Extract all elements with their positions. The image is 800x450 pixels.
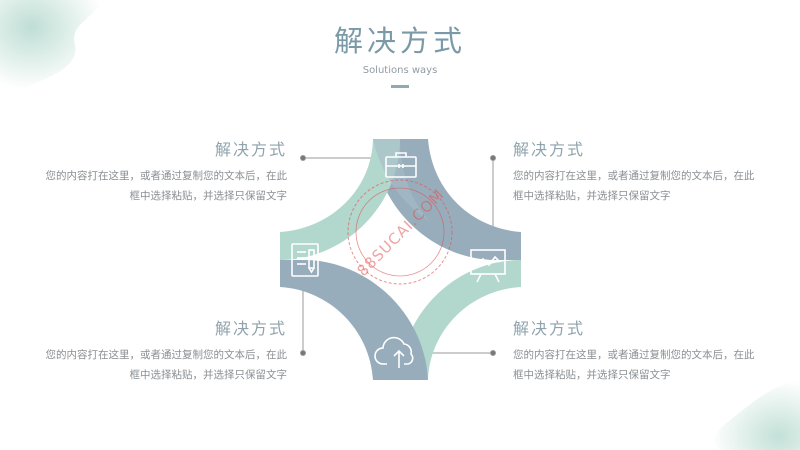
block-body: 您的内容打在这里，或者通过复制您的文本后，在此 框中选择粘贴，并选择只保留文字: [513, 166, 793, 206]
block-line: 框中选择粘贴，并选择只保留文字: [513, 190, 671, 202]
document-pen-icon: [291, 243, 319, 277]
block-line: 框中选择粘贴，并选择只保留文字: [129, 190, 288, 202]
block-body: 您的内容打在这里，或者通过复制您的文本后，在此 框中选择粘贴，并选择只保留文字: [10, 345, 288, 385]
block-line: 您的内容打在这里，或者通过复制您的文本后，在此: [513, 170, 755, 182]
title-underline: [391, 85, 409, 88]
connector-dot: [300, 350, 306, 356]
block-line: 您的内容打在这里，或者通过复制您的文本后，在此: [45, 349, 288, 361]
watercolor-wash-bottom-right: [714, 380, 800, 450]
briefcase-icon: [385, 152, 417, 178]
page-subtitle: Solutions ways: [362, 65, 438, 76]
block-line: 您的内容打在这里，或者通过复制您的文本后，在此: [513, 349, 755, 361]
connector-dot: [300, 155, 306, 161]
block-top-right: 解决方式 您的内容打在这里，或者通过复制您的文本后，在此 框中选择粘贴，并选择只…: [513, 136, 793, 206]
block-bottom-right: 解决方式 您的内容打在这里，或者通过复制您的文本后，在此 框中选择粘贴，并选择只…: [513, 315, 793, 385]
block-heading: 解决方式: [513, 140, 586, 159]
cloud-upload-icon: [374, 336, 414, 368]
petal-left: [280, 139, 400, 260]
block-heading: 解决方式: [214, 140, 287, 159]
block-heading: 解决方式: [214, 319, 287, 338]
page-title: 解决方式: [333, 24, 466, 58]
block-body: 您的内容打在这里，或者通过复制您的文本后，在此 框中选择粘贴，并选择只保留文字: [10, 166, 288, 206]
block-line: 框中选择粘贴，并选择只保留文字: [513, 369, 671, 381]
connector-dot: [490, 350, 496, 356]
presentation-board-icon: [470, 249, 506, 283]
watercolor-wash-top-left: [0, 0, 105, 91]
petal-top: [373, 139, 521, 260]
block-line: 您的内容打在这里，或者通过复制您的文本后，在此: [45, 170, 288, 182]
central-diagram: 88SUCAI.COM: [280, 139, 521, 380]
petal-right: [400, 260, 521, 380]
block-heading: 解决方式: [513, 319, 586, 338]
block-top-left: 解决方式 您的内容打在这里，或者通过复制您的文本后，在此 框中选择粘贴，并选择只…: [10, 136, 288, 206]
petal-bottom: [280, 260, 428, 380]
block-bottom-left: 解决方式 您的内容打在这里，或者通过复制您的文本后，在此 框中选择粘贴，并选择只…: [10, 315, 288, 385]
block-body: 您的内容打在这里，或者通过复制您的文本后，在此 框中选择粘贴，并选择只保留文字: [513, 345, 793, 385]
connector-dot: [490, 155, 496, 161]
block-line: 框中选择粘贴，并选择只保留文字: [129, 369, 288, 381]
